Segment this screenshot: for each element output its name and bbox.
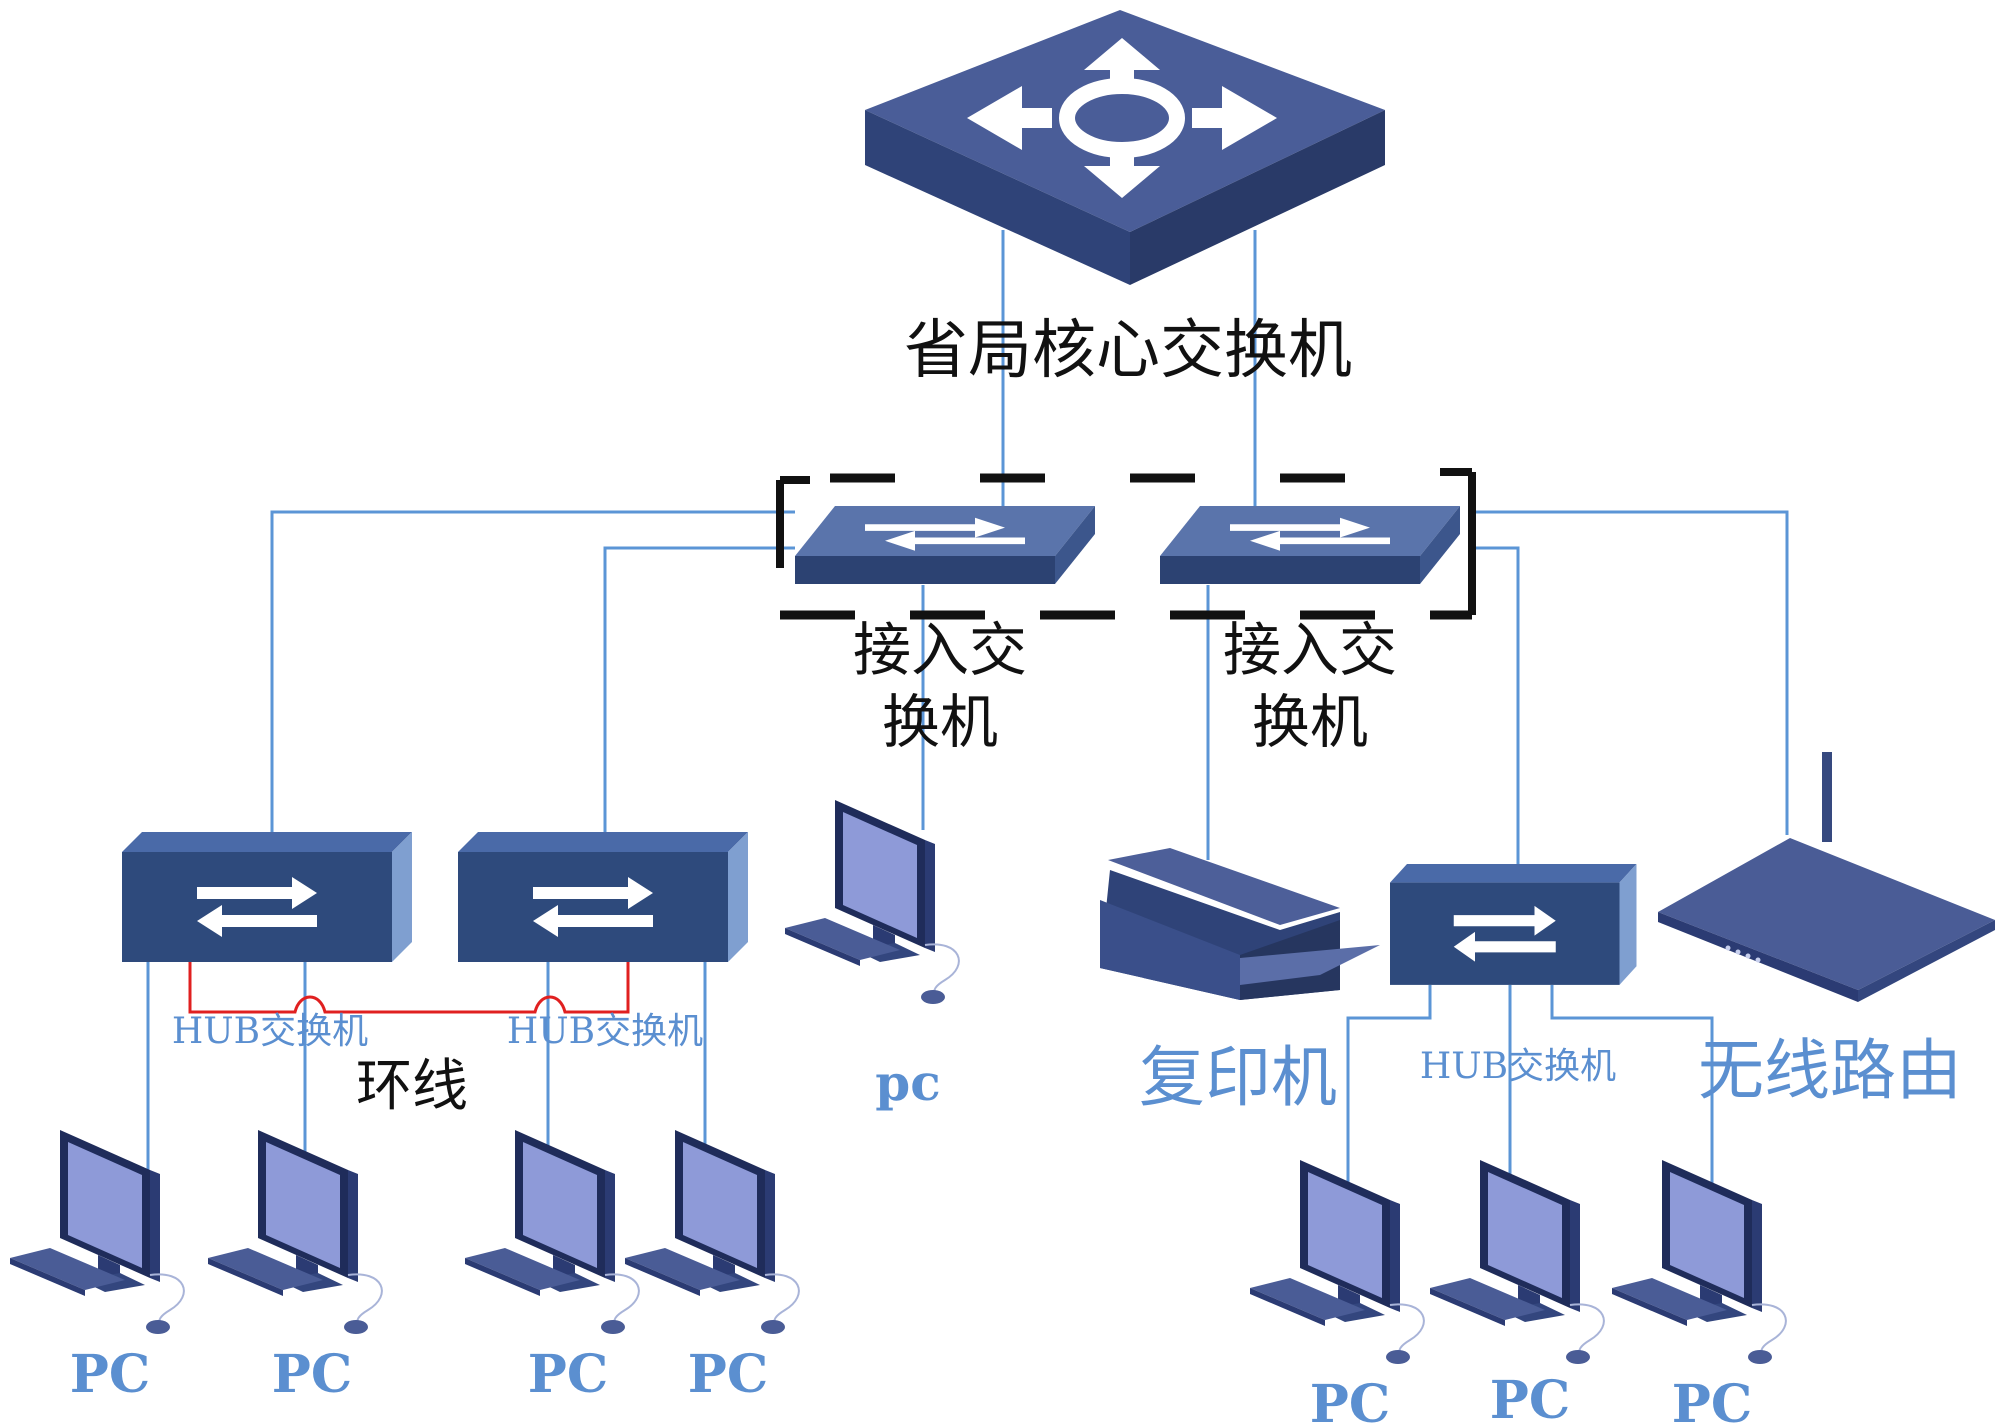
pc-6-icon [1429,1159,1605,1365]
core-switch-label: 省局核心交换机 [904,314,1352,388]
standalone-pc-label: pc [875,1053,940,1112]
hub-switch-1-label: HUB交换机 [172,1011,368,1052]
pc-5-label: PC [1310,1374,1391,1427]
pc-2-label: PC [272,1344,353,1405]
hub-switch-1-icon [122,832,412,962]
wireless-router-label: 无线路由 [1698,1032,1962,1109]
ring-label: 环线 [356,1054,468,1119]
pc-3-label: PC [528,1344,609,1405]
pc-4-label: PC [688,1344,769,1405]
pc-1-label: PC [70,1344,151,1405]
pc-2-icon [207,1129,383,1335]
access-switch-2-label-line1: 接入交 [1223,616,1397,684]
pc-5-icon [1249,1159,1425,1365]
ring-line [188,945,630,1014]
access-switch-2-icon [1160,506,1460,584]
copier-icon [1100,848,1380,1000]
pc-6-label: PC [1490,1370,1571,1427]
pc-7-icon [1611,1159,1787,1365]
access-switch-1-icon [795,506,1095,584]
pc-icon [784,799,960,1005]
pc-1-icon [9,1129,185,1335]
access-switch-1-label-line1: 接入交 [853,616,1027,684]
hub-switch-2-label: HUB交换机 [507,1011,703,1052]
copier-label: 复印机 [1139,1039,1337,1116]
wireless-router-icon [1658,752,1995,1002]
access-layer-dashed-box [776,468,1476,620]
access-switch-2-label-line2: 换机 [1252,688,1368,756]
pc-3-icon [464,1129,640,1335]
hub-switch-3-label: HUB交换机 [1420,1046,1616,1087]
hub-switch-3-icon [1390,864,1637,985]
core-switch-icon [865,10,1385,285]
hub-switch-2-icon [458,832,748,962]
pc-4-icon [624,1129,800,1335]
access-switch-1-label-line2: 换机 [882,688,998,756]
pc-7-label: PC [1672,1374,1753,1427]
